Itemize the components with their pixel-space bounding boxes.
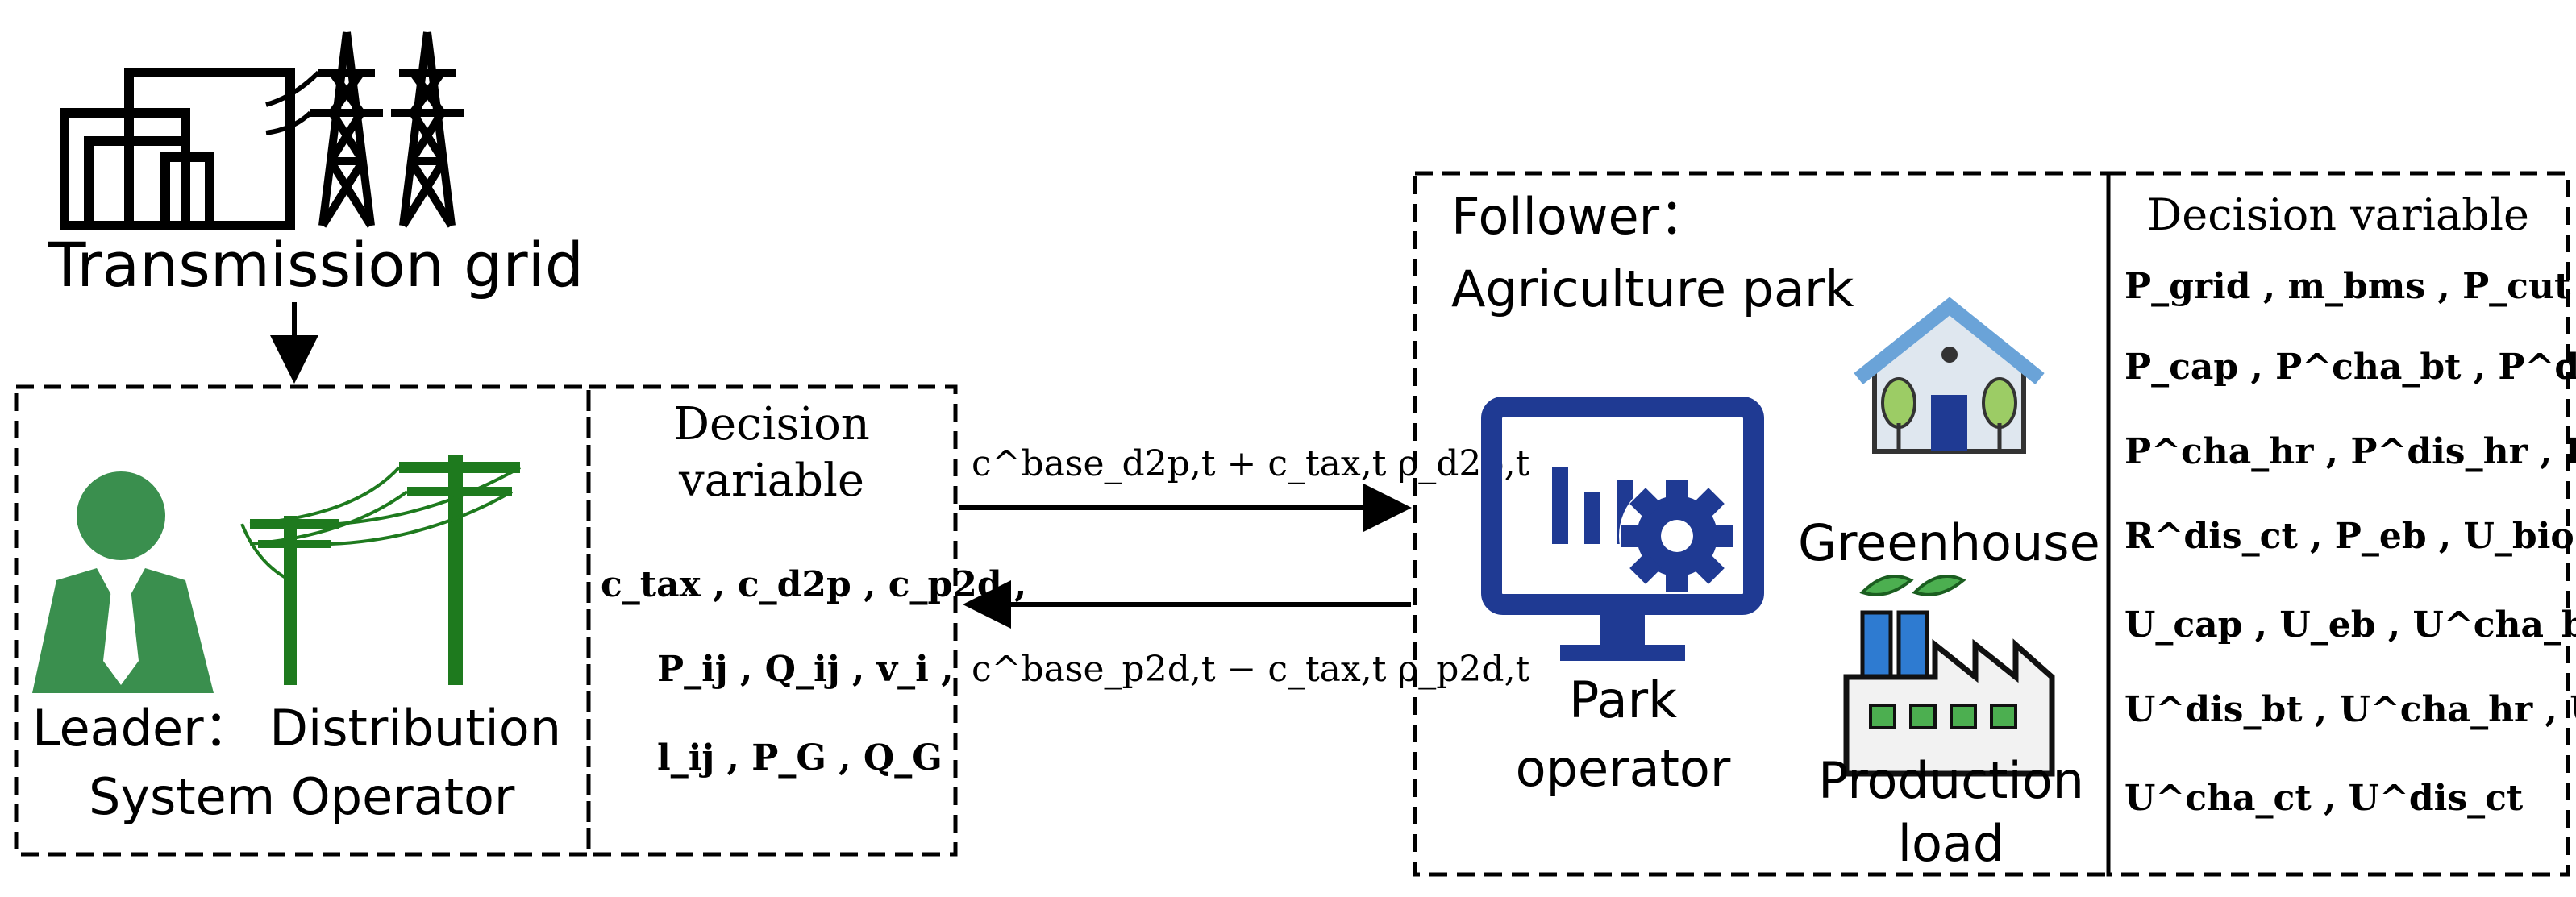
building-icon (60, 68, 295, 230)
follower-var-row-1: P_grid , m_bms , P_cut , (2124, 266, 2576, 307)
follower-var-row-5: U_cap , U_eb , U^cha_bt , (2124, 604, 2576, 646)
leader-var-row-1: c_tax , c_d2p , c_p2d , (601, 564, 1026, 605)
leader-person-icon (32, 471, 214, 693)
bottom-arrow-label: c^base_p2d,t − c_tax,t ρ_p2d,t (972, 649, 1530, 690)
follower-decision-box (2106, 171, 2570, 877)
production-load-line2: load (1898, 814, 2005, 873)
leader-decision-box (586, 384, 958, 857)
power-pole-icon (240, 455, 521, 685)
follower-var-row-4: R^dis_ct , P_eb , U_bio , (2124, 516, 2576, 557)
follower-box (1413, 171, 2111, 877)
leader-decision-title-1: Decision (673, 398, 870, 451)
tower-icon (265, 31, 464, 228)
leader-decision-title-2: variable (678, 455, 864, 507)
leader-label-line2: System Operator (89, 767, 515, 826)
follower-var-row-3: P^cha_hr , P^dis_hr , R^cha_ct , (2124, 431, 2576, 472)
top-arrow-label: c^base_d2p,t + c_tax,t ρ_d2p,t (972, 443, 1530, 484)
follower-label-line1: Follower： (1451, 187, 1709, 246)
factory-icon (1843, 575, 2055, 777)
monitor-gear-icon (1481, 397, 1764, 661)
leader-var-row-3: l_ij , P_G , Q_G (657, 737, 943, 779)
park-operator-line1: Park (1569, 671, 1677, 729)
follower-decision-title: Decision variable (2147, 189, 2529, 240)
greenhouse-label: Greenhouse (1798, 513, 2100, 572)
park-operator-line2: operator (1516, 739, 1731, 798)
follower-var-row-7: U^cha_ct , U^dis_ct (2124, 778, 2524, 819)
transmission-label: Transmission grid (48, 229, 584, 301)
greenhouse-icon (1854, 297, 2045, 454)
leader-label-line1: Leader： Distribution (32, 699, 561, 758)
leader-var-row-2: P_ij , Q_ij , v_i , (657, 649, 954, 690)
follower-var-row-2: P_cap , P^cha_bt , P^dis_bt , (2124, 347, 2576, 388)
follower-label-line2: Agriculture park (1451, 260, 1854, 318)
production-load-line1: Production (1818, 751, 2084, 810)
follower-var-row-6: U^dis_bt , U^cha_hr , U^dis_hr , (2124, 689, 2576, 730)
